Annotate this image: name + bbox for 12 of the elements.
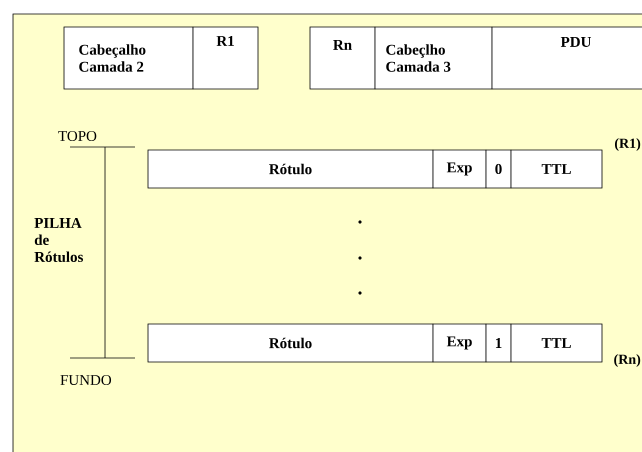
row-label: (Rn) [614, 354, 640, 367]
stack-label: FUNDO [60, 374, 112, 386]
field-cell: 1 [486, 324, 512, 362]
field-cell: 0 [486, 150, 512, 188]
field-cell: PDU [492, 26, 642, 90]
stack-label: TOPO [58, 130, 96, 142]
stack-label: PILHA de Rótulos [34, 218, 84, 262]
field-cell: Cabeçalho Camada 2 [64, 26, 194, 90]
field-cell: Rn [310, 26, 376, 90]
row-label: (R1) [614, 138, 640, 151]
field-cell: Cabeçlho Camada 3 [374, 26, 492, 90]
field-cell: R1 [192, 26, 258, 90]
